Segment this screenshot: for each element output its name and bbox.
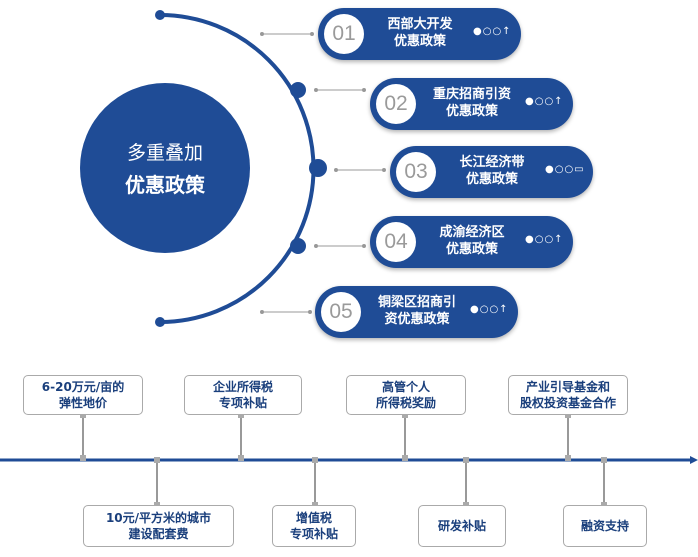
- policy-subtitle: 优惠政策: [393, 34, 446, 49]
- policy-pill-04: 04 成渝经济区优惠政策 ●○○↑: [370, 216, 573, 268]
- policy-number: 04: [376, 222, 416, 262]
- timeline-arrow: [690, 456, 698, 464]
- item-line1: 10元/平方米的城市: [105, 511, 212, 525]
- item-line1: 6-20万元/亩的: [41, 380, 125, 394]
- dots-person-icon: ●○○↑: [525, 234, 564, 245]
- item-line1: 增值税: [295, 511, 332, 525]
- dots-person-icon: ●○○↑: [525, 96, 564, 107]
- item-line1: 企业所得税: [212, 380, 273, 394]
- dots-person-icon: ●○○↑: [470, 304, 509, 315]
- timeline-item: 高管个人所得税奖励: [346, 375, 466, 415]
- center-title-line1: 多重叠加: [126, 142, 203, 164]
- item-line1: 产业引导基金和: [525, 380, 610, 394]
- policy-pill-03: 03 长江经济带优惠政策 ●○○▭: [390, 146, 593, 198]
- timeline-item: 产业引导基金和股权投资基金合作: [508, 375, 628, 415]
- policy-subtitle: 资优惠政策: [384, 312, 450, 327]
- policy-number: 01: [324, 14, 364, 54]
- policy-title: 西部大开发: [387, 17, 453, 32]
- arc-dot: [309, 159, 327, 177]
- item-line2: 建设配套费: [128, 527, 189, 541]
- item-line2: 专项补贴: [218, 396, 267, 410]
- item-line2: 股权投资基金合作: [519, 396, 616, 410]
- arc-dot: [290, 82, 306, 98]
- timeline-item: 研发补贴: [418, 505, 506, 547]
- policy-pill-05: 05 铜梁区招商引资优惠政策 ●○○↑: [315, 286, 518, 338]
- policy-title: 成渝经济区: [439, 225, 505, 240]
- timeline-item: 10元/平方米的城市建设配套费: [83, 505, 234, 547]
- policy-title: 长江经济带: [459, 155, 525, 170]
- item-line1: 融资支持: [580, 519, 629, 533]
- dots-desk-icon: ●○○▭: [545, 164, 585, 175]
- center-circle: 多重叠加 优惠政策: [80, 83, 250, 253]
- timeline-item: 企业所得税专项补贴: [184, 375, 302, 415]
- policy-subtitle: 优惠政策: [445, 242, 498, 257]
- item-line2: 专项补贴: [289, 527, 338, 541]
- timeline-item: 6-20万元/亩的弹性地价: [23, 375, 143, 415]
- policy-subtitle: 优惠政策: [445, 104, 498, 119]
- connectors: [260, 32, 386, 314]
- item-line2: 弹性地价: [58, 396, 107, 410]
- policy-pill-01: 01 西部大开发优惠政策 ●○○↑: [318, 8, 521, 60]
- arc-dot: [155, 10, 165, 20]
- policy-title: 铜梁区招商引: [377, 295, 456, 310]
- center-title-line2: 优惠政策: [125, 173, 205, 197]
- policy-number: 02: [376, 84, 416, 124]
- policy-number: 03: [396, 152, 436, 192]
- item-line1: 研发补贴: [437, 519, 486, 533]
- item-line1: 高管个人: [381, 380, 430, 394]
- item-line2: 所得税奖励: [375, 396, 436, 410]
- policy-subtitle: 优惠政策: [465, 172, 518, 187]
- timeline-item: 融资支持: [563, 505, 647, 547]
- policy-title: 重庆招商引资: [432, 87, 511, 102]
- arc-dot: [155, 317, 165, 327]
- timeline-item: 增值税专项补贴: [272, 505, 356, 547]
- policy-pill-02: 02 重庆招商引资优惠政策 ●○○↑: [370, 78, 573, 130]
- arc-dot: [290, 238, 306, 254]
- policy-number: 05: [321, 292, 361, 332]
- dots-person-icon: ●○○↑: [473, 26, 512, 37]
